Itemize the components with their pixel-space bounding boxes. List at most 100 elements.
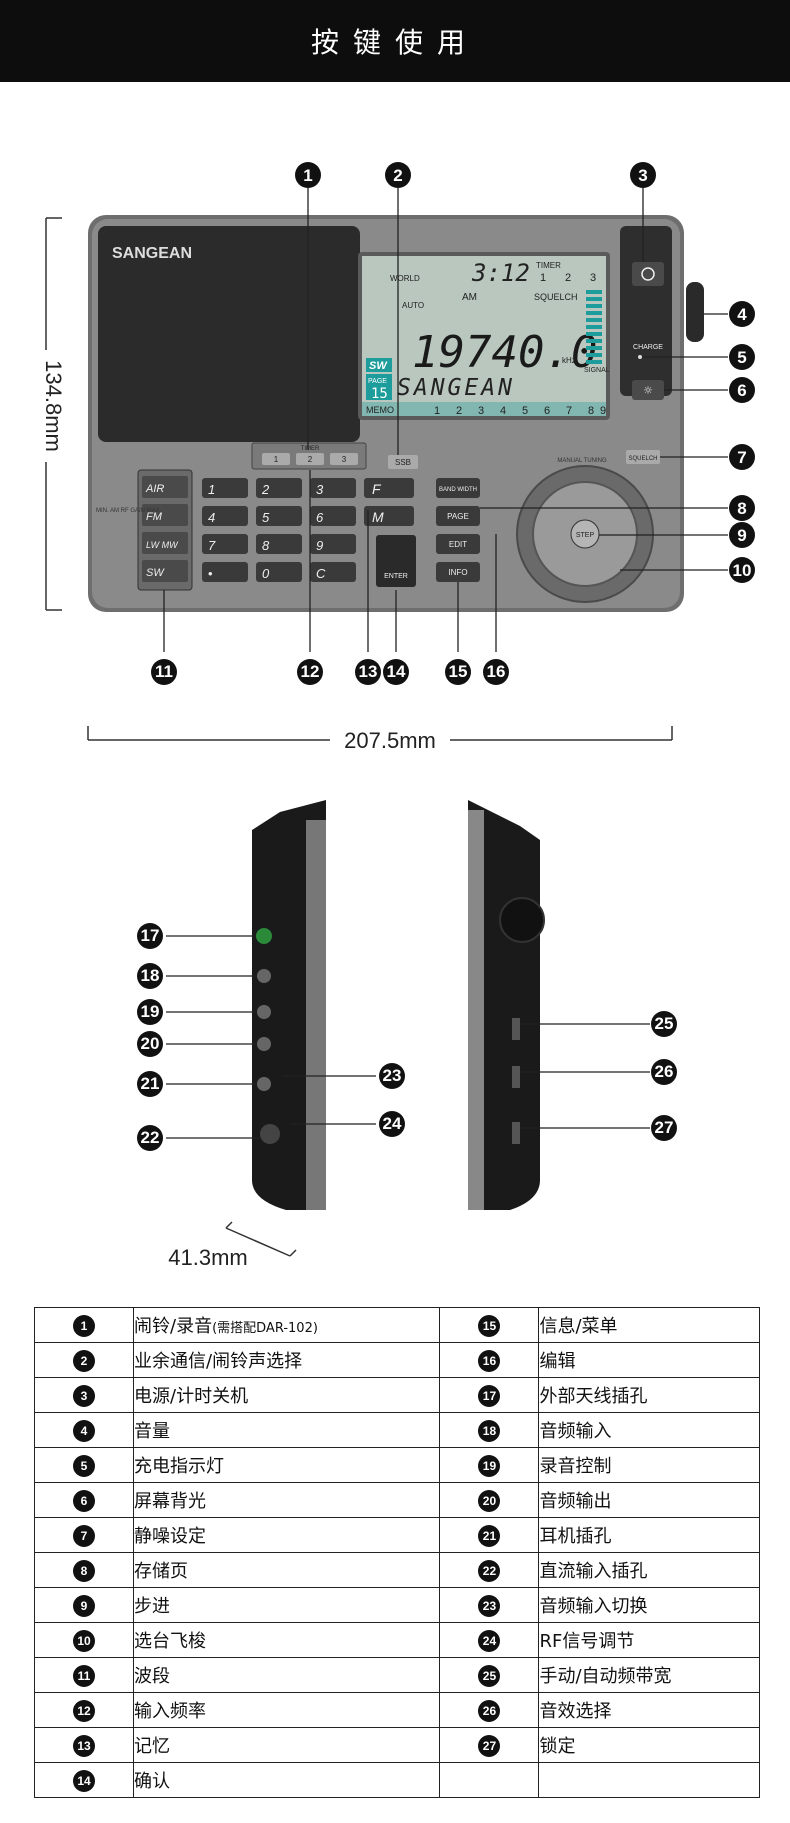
svg-text:23: 23 — [383, 1066, 402, 1085]
digit-key-8-label: 8 — [262, 538, 270, 553]
enter-key-label: ENTER — [384, 573, 408, 580]
digit-key-c-label: C — [316, 566, 326, 581]
digit-key-c[interactable] — [310, 562, 356, 582]
function-label: 记忆 — [132, 1727, 441, 1763]
lcd-memo-2: 2 — [456, 405, 462, 417]
f-key[interactable] — [364, 478, 414, 498]
step-button[interactable] — [570, 519, 600, 549]
callout-1: 1 — [295, 162, 321, 188]
number-badge: 16 — [478, 1349, 501, 1372]
table-row: 5 充电指示灯 19 录音控制 — [34, 1447, 760, 1483]
table-row: 10 选台飞梭 24 RF信号调节 — [34, 1622, 760, 1658]
band-key-air[interactable] — [142, 476, 188, 498]
table-row: 8 存储页 22 直流输入插孔 — [34, 1552, 760, 1588]
function-label: RF信号调节 — [538, 1622, 760, 1658]
callout-12: 12 — [297, 659, 323, 685]
digit-key-6[interactable] — [310, 506, 356, 526]
backlight-button[interactable] — [632, 380, 664, 400]
callout-27: 27 — [651, 1115, 677, 1141]
timer-key-2[interactable] — [296, 453, 324, 465]
page-label: PAGE — [447, 512, 469, 521]
svg-text:18: 18 — [141, 966, 160, 985]
digit-key-7[interactable] — [202, 534, 248, 554]
callout-5: 5 — [729, 344, 755, 370]
svg-text:3: 3 — [638, 166, 647, 185]
function-label: 编辑 — [538, 1342, 760, 1378]
table-row: 7 静噪设定 21 耳机插孔 — [34, 1517, 760, 1553]
function-label: 耳机插孔 — [538, 1517, 760, 1553]
empty-cell — [439, 1762, 540, 1798]
table-row: 13 记忆 27 锁定 — [34, 1727, 760, 1763]
enter-key[interactable] — [376, 535, 416, 587]
number-badge: 19 — [478, 1454, 501, 1477]
band-key-sw[interactable] — [142, 560, 188, 582]
table-row: 12 输入频率 26 音效选择 — [34, 1692, 760, 1728]
callout-7: 7 — [729, 444, 755, 470]
digit-key-0-label: 0 — [262, 566, 270, 581]
digit-key-3[interactable] — [310, 478, 356, 498]
function-label: 充电指示灯 — [132, 1447, 441, 1483]
digit-key-5[interactable] — [256, 506, 302, 526]
digit-key-9-label: 9 — [316, 538, 323, 553]
lcd-memo-9: 9 — [600, 405, 606, 417]
ssb-button[interactable] — [388, 455, 418, 469]
band-key-fm[interactable] — [142, 504, 188, 526]
info-button[interactable] — [436, 562, 480, 582]
info-label: INFO — [448, 568, 467, 577]
callout-20: 20 — [137, 1031, 163, 1057]
page-button[interactable] — [436, 506, 480, 526]
timer-label: TIMER — [301, 446, 320, 452]
digit-key-4[interactable] — [202, 506, 248, 526]
number-badge: 8 — [73, 1559, 95, 1582]
timer-key-1[interactable] — [262, 453, 290, 465]
callout-8: 8 — [729, 495, 755, 521]
function-label: 音量 — [132, 1412, 441, 1448]
number-badge: 22 — [478, 1559, 501, 1582]
digit-key-9[interactable] — [310, 534, 356, 554]
number-badge: 12 — [73, 1699, 95, 1722]
svg-text:1: 1 — [303, 166, 312, 185]
callout-25: 25 — [651, 1011, 677, 1037]
callout-badges: 1 2 3 4 5 6 7 8 9 10 11 12 13 14 15 16 1… — [137, 162, 755, 1151]
lcd-memo-6: 6 — [544, 405, 550, 417]
number-badge: 26 — [478, 1699, 501, 1722]
lcd-memo: MEMO — [366, 405, 394, 415]
digit-key-2-label: 2 — [261, 482, 270, 497]
volume-knob[interactable] — [686, 282, 704, 342]
svg-text:4: 4 — [737, 305, 747, 324]
digit-key-dot[interactable] — [202, 562, 248, 582]
table-row: 11 波段 25 手动/自动频带宽 — [34, 1657, 760, 1693]
callout-26: 26 — [651, 1059, 677, 1085]
lcd-am: AM — [462, 292, 477, 303]
lcd-timer-3: 3 — [590, 272, 596, 284]
number-badge: 27 — [478, 1734, 501, 1757]
callout-lines — [163, 188, 728, 1139]
function-label: 外部天线插孔 — [538, 1377, 760, 1413]
svg-text:5: 5 — [737, 348, 746, 367]
svg-text:6: 6 — [737, 381, 746, 400]
edit-label: EDIT — [449, 540, 467, 549]
digit-key-2[interactable] — [256, 478, 302, 498]
band-key-lwmw[interactable] — [142, 532, 188, 554]
svg-text:22: 22 — [141, 1128, 160, 1147]
ssb-label: SSB — [395, 458, 411, 467]
edit-button[interactable] — [436, 534, 480, 554]
lcd-auto: AUTO — [402, 301, 424, 310]
function-label: 业余通信/闹铃声选择 — [132, 1342, 441, 1378]
digit-key-8[interactable] — [256, 534, 302, 554]
m-key-label: M — [372, 509, 384, 525]
number-badge: 21 — [478, 1524, 501, 1547]
squelch-button[interactable] — [626, 450, 660, 464]
bandwidth-button[interactable] — [436, 478, 480, 498]
svg-text:11: 11 — [155, 662, 173, 681]
callout-4: 4 — [729, 301, 755, 327]
digit-key-0[interactable] — [256, 562, 302, 582]
m-key[interactable] — [364, 506, 414, 526]
svg-text:8: 8 — [737, 499, 746, 518]
digit-key-1[interactable] — [202, 478, 248, 498]
digit-key-4-label: 4 — [208, 510, 215, 525]
callout-6: 6 — [729, 377, 755, 403]
timer-key-3[interactable] — [330, 453, 358, 465]
lcd-text: SANGEAN — [397, 375, 515, 401]
power-button[interactable] — [632, 262, 664, 286]
